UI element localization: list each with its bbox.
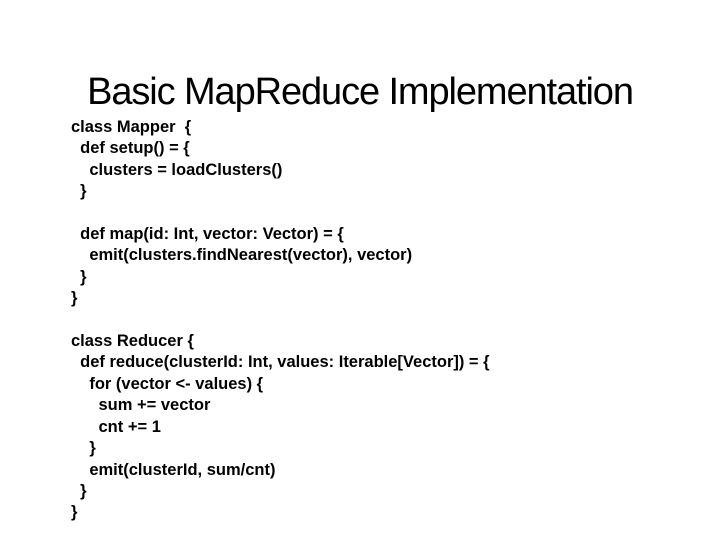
code-block: class Mapper { def setup() = { clusters … [71, 118, 490, 522]
slide-title: Basic MapReduce Implementation [87, 71, 634, 114]
